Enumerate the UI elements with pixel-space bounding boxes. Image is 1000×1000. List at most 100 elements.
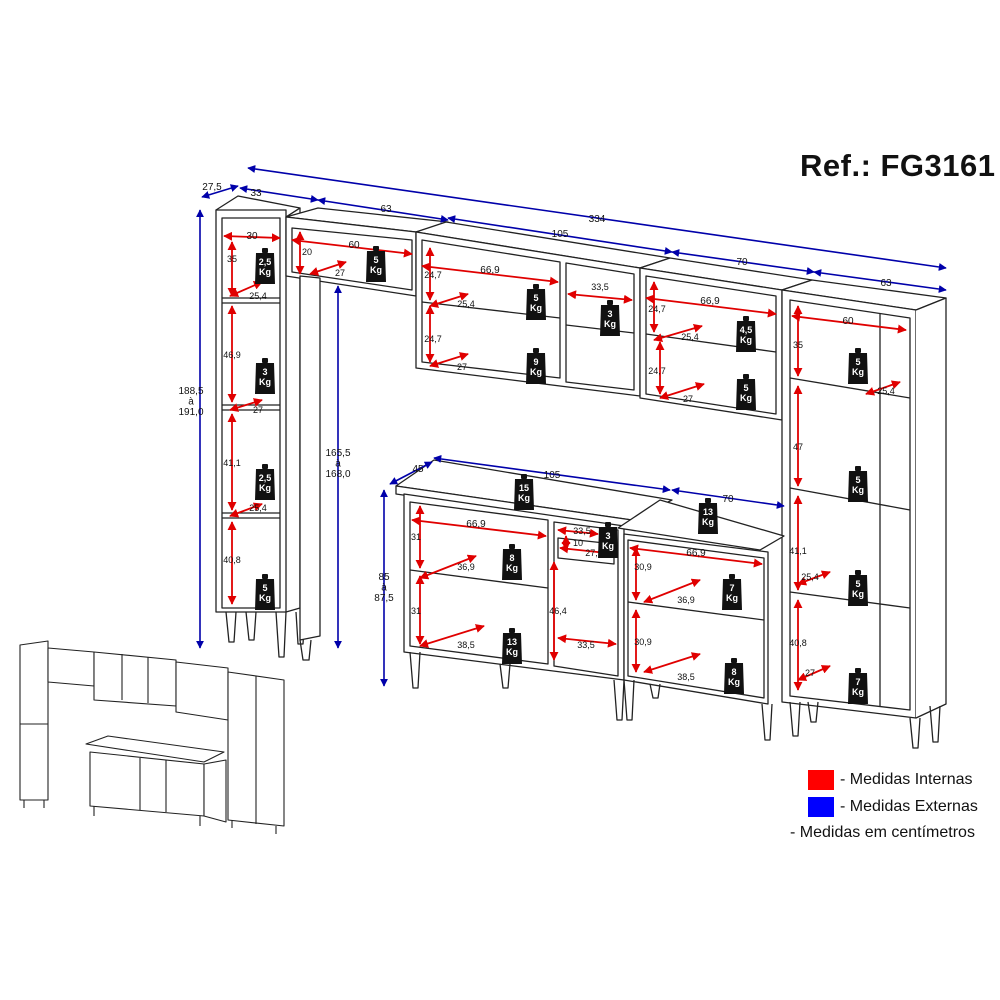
dim-cr-width-line bbox=[629, 544, 763, 568]
dim-ur-width-line bbox=[645, 294, 777, 318]
dim-upper-right-width-label: 70 bbox=[736, 257, 748, 268]
dim-cc-depth2-label: 38,5 bbox=[457, 640, 475, 650]
reference-code: Ref.: FG3161 bbox=[800, 148, 996, 183]
dim-uc-width-line bbox=[421, 262, 559, 286]
dim-total-width-label: 334 bbox=[589, 214, 606, 225]
dim-tr-depth3-line bbox=[797, 570, 831, 586]
dim-cc-h1-label: 31 bbox=[411, 532, 421, 542]
dim-uc-niche-width-label: 33,5 bbox=[591, 282, 609, 292]
dim-cr-depth2-label: 38,5 bbox=[677, 672, 695, 682]
dim-tl-depth1-label: 25,4 bbox=[249, 291, 267, 301]
furniture-drawing bbox=[19, 195, 947, 834]
dim-counter-center-width-line bbox=[433, 455, 671, 493]
dim-tr-h4-label: 40,8 bbox=[789, 638, 807, 648]
dim-tr-depth1-line bbox=[865, 380, 901, 396]
dim-tr-width-line bbox=[791, 312, 907, 334]
dim-ur-depth2-label: 27 bbox=[683, 394, 693, 404]
dim-cr-h2-label: 30,9 bbox=[634, 637, 652, 647]
dim-br-width-line bbox=[291, 236, 413, 258]
dim-bridge-width-line bbox=[317, 197, 449, 223]
dim-br-width-label: 60 bbox=[348, 240, 360, 251]
dim-counter-right-width-label: 70 bbox=[722, 494, 734, 505]
dim-tr-depth1-label: 25,4 bbox=[877, 386, 895, 396]
dim-upper-right-width-line bbox=[671, 249, 815, 275]
dim-cc-depth1-label: 36,9 bbox=[457, 562, 475, 572]
dim-tower-right-width-line bbox=[813, 269, 947, 293]
dim-ur-depth1-line bbox=[653, 323, 703, 343]
dim-tl-shelf4-label: 40,8 bbox=[223, 555, 241, 565]
dim-ur-width-label: 66,9 bbox=[700, 296, 720, 307]
dim-upper-center-width-label: 105 bbox=[552, 229, 569, 240]
dim-bridge-width-label: 63 bbox=[380, 204, 392, 215]
dim-tower-right-width-label: 63 bbox=[880, 278, 892, 289]
dim-cr-width-label: 66,9 bbox=[686, 548, 706, 559]
dim-tl-shelf3-label: 41,1 bbox=[223, 458, 241, 468]
dim-tr-h1-label: 35 bbox=[793, 340, 803, 350]
assembled-kitchen-thumbnail bbox=[19, 640, 285, 834]
dim-cc-width-line bbox=[411, 516, 547, 540]
dim-cc-h2-label: 31 bbox=[411, 606, 421, 616]
legend-internal-label: - Medidas Internas bbox=[840, 770, 973, 788]
dim-cr-depth1-label: 36,9 bbox=[677, 595, 695, 605]
dim-uc-depth1-label: 25,4 bbox=[457, 299, 475, 309]
dim-ur-h2-label: 24,7 bbox=[648, 366, 666, 376]
dim-tr-depth4-label: 27 bbox=[805, 668, 815, 678]
right-tower-cabinet bbox=[781, 279, 947, 749]
dim-ur-depth2-line bbox=[659, 382, 705, 400]
dim-upper-center-width-line bbox=[447, 215, 673, 255]
dim-br-depth-line bbox=[309, 260, 347, 276]
dim-tl-depth1-line bbox=[229, 281, 263, 297]
dim-tl-width-label: 30 bbox=[246, 231, 258, 242]
legend-external-label: - Medidas Externas bbox=[840, 797, 978, 815]
dim-cc-niche-width-line bbox=[557, 634, 617, 648]
dim-tl-width-line bbox=[223, 231, 281, 243]
dim-ur-depth1-label: 25,4 bbox=[681, 332, 699, 342]
legend: - Medidas Internas - Medidas Externas bbox=[808, 766, 978, 820]
dim-br-depth-label: 27 bbox=[335, 268, 345, 278]
legend-internal: - Medidas Internas bbox=[808, 766, 978, 793]
dim-cc-drawer-width-line bbox=[557, 526, 599, 538]
dim-tl-depth3-line bbox=[229, 502, 263, 518]
dim-uc-h1-label: 24,7 bbox=[424, 270, 442, 280]
dim-br-height-label: 20 bbox=[302, 247, 312, 257]
dim-counter-depth-label: 45 bbox=[412, 464, 424, 475]
dim-cr-depth2-line bbox=[643, 652, 701, 674]
dim-ur-h1-label: 24,7 bbox=[648, 304, 666, 314]
dim-cc-drawer-width-label: 33,5 bbox=[573, 526, 591, 536]
dim-uc-depth2-line bbox=[429, 352, 469, 368]
dim-cc-drawer-height-label: 10 bbox=[573, 538, 583, 548]
dim-tower-left-depth-label: 27,5 bbox=[202, 182, 222, 193]
dim-uc-depth1-line bbox=[429, 292, 469, 308]
dim-tr-h2-label: 47 bbox=[793, 442, 803, 452]
dim-cr-depth1-line bbox=[643, 578, 701, 604]
legend-external: - Medidas Externas bbox=[808, 793, 978, 820]
dim-uc-width-label: 66,9 bbox=[480, 265, 500, 276]
dim-counter-right-width-line bbox=[671, 487, 785, 509]
dim-cc-niche-width-label: 33,5 bbox=[577, 640, 595, 650]
dim-cc-depth1-line bbox=[419, 554, 477, 580]
dim-uc-h2-label: 24,7 bbox=[424, 334, 442, 344]
dim-counter-center-width-label: 105 bbox=[544, 470, 561, 481]
